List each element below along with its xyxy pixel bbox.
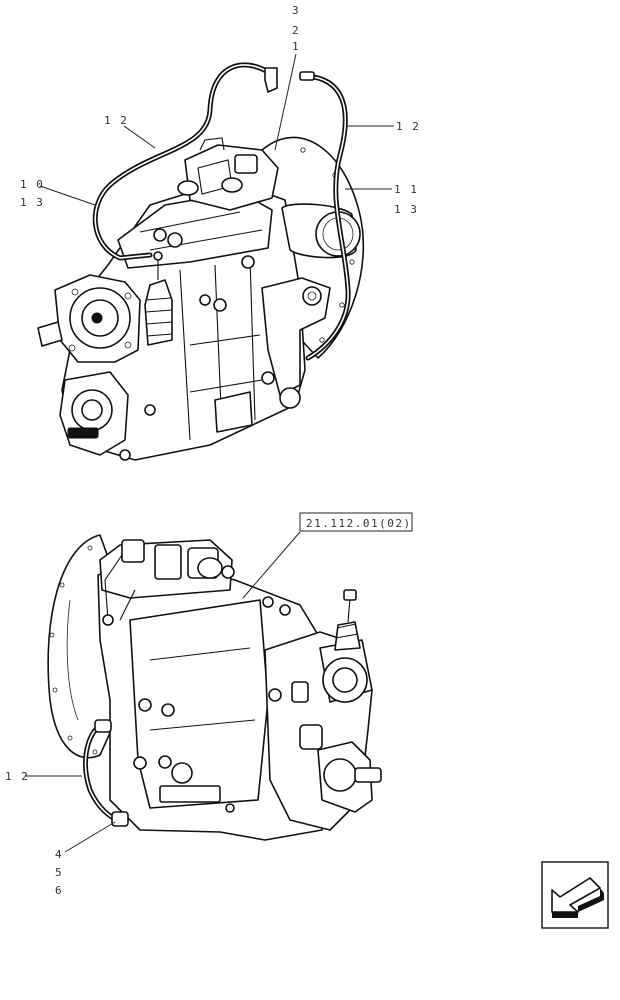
callout-5: 5 (55, 866, 63, 879)
callout-1: 1 (292, 40, 300, 53)
leader-10 (39, 185, 96, 206)
callout-11: 1 1 (394, 183, 418, 196)
upper-transmission-view (37, 62, 365, 461)
reference-label: 21.112.01(02) (306, 517, 412, 530)
leader-1 (274, 53, 297, 151)
callout-4: 4 (55, 848, 63, 861)
callout-2: 2 (292, 24, 300, 37)
lower-callouts: 21.112.01(02) 1 2 4 5 6 (5, 512, 413, 897)
leader-12-left (123, 125, 156, 149)
lower-transmission-view (47, 534, 382, 841)
reference-leader (242, 531, 301, 599)
callout-12-lower: 1 2 (5, 770, 29, 783)
callout-10: 1 0 (20, 178, 44, 191)
callout-12-left: 1 2 (104, 114, 128, 127)
reference-box (299, 512, 413, 532)
callout-12-right: 1 2 (396, 120, 420, 133)
callout-6: 6 (55, 884, 63, 897)
upper-callouts: 3 2 1 1 2 1 2 1 0 1 3 1 1 1 3 (20, 4, 420, 216)
leader-4 (64, 821, 116, 853)
callout-13-right: 1 3 (394, 203, 418, 216)
callout-3: 3 (292, 4, 300, 17)
previous-page-arrow-icon[interactable] (541, 861, 609, 929)
callout-13-left: 1 3 (20, 196, 44, 209)
